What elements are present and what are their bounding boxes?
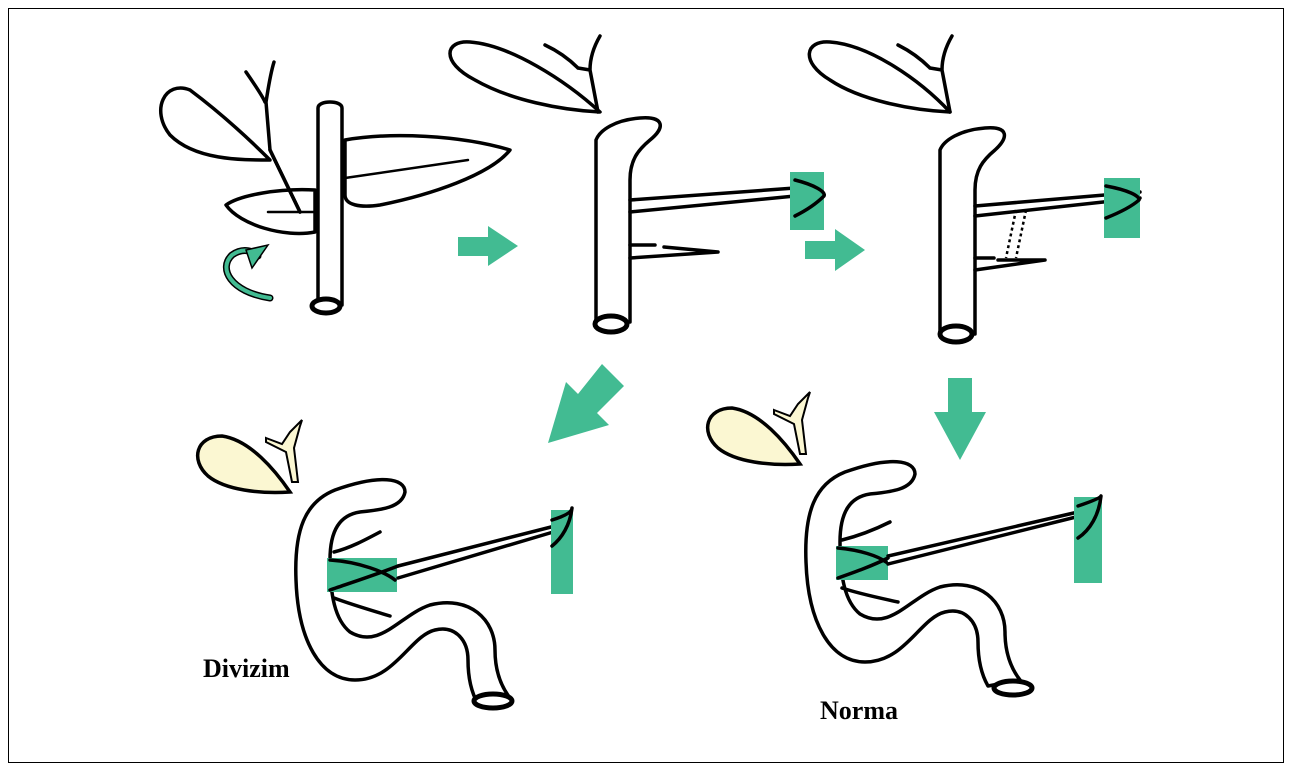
dorsal-pancreatic-bud xyxy=(345,136,510,206)
down-left-arrow-icon xyxy=(548,364,624,443)
tube-opening xyxy=(474,694,512,708)
tube-opening xyxy=(312,299,340,313)
curved-rotation-arrow-icon xyxy=(226,245,270,298)
divisum-label: Divizim xyxy=(203,654,290,684)
panel-stage-3 xyxy=(809,36,1140,342)
duodenum-tube xyxy=(318,102,342,305)
tube-opening xyxy=(940,326,972,342)
normal-label: Norma xyxy=(820,696,898,726)
tube-opening xyxy=(994,681,1032,695)
down-arrow-icon xyxy=(934,378,986,460)
gallbladder xyxy=(161,88,270,160)
right-arrow-icon xyxy=(805,229,865,271)
panel-stage-1 xyxy=(161,62,510,313)
duodenum-tube xyxy=(596,118,660,322)
duodenum-tube xyxy=(940,128,1004,334)
gallbladder xyxy=(450,42,600,112)
right-arrow-icon xyxy=(458,226,518,266)
panel-stage-2 xyxy=(450,36,824,332)
gallbladder xyxy=(809,42,950,112)
panel-normal xyxy=(708,392,1102,695)
tube-opening xyxy=(595,316,627,332)
